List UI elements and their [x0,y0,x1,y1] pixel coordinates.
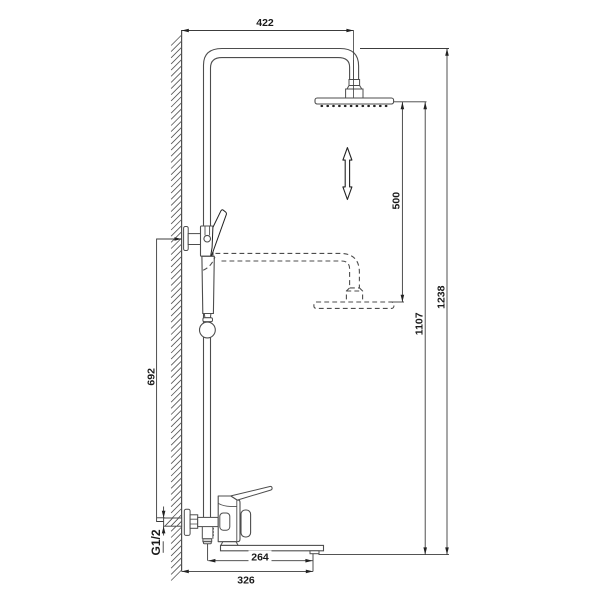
svg-text:692: 692 [145,368,157,386]
svg-text:G1/2: G1/2 [149,529,163,555]
svg-text:326: 326 [237,575,255,587]
svg-text:264: 264 [251,551,269,563]
svg-text:1107: 1107 [414,312,426,335]
svg-text:500: 500 [391,192,403,210]
svg-text:1238: 1238 [436,285,448,309]
svg-text:422: 422 [256,17,274,29]
